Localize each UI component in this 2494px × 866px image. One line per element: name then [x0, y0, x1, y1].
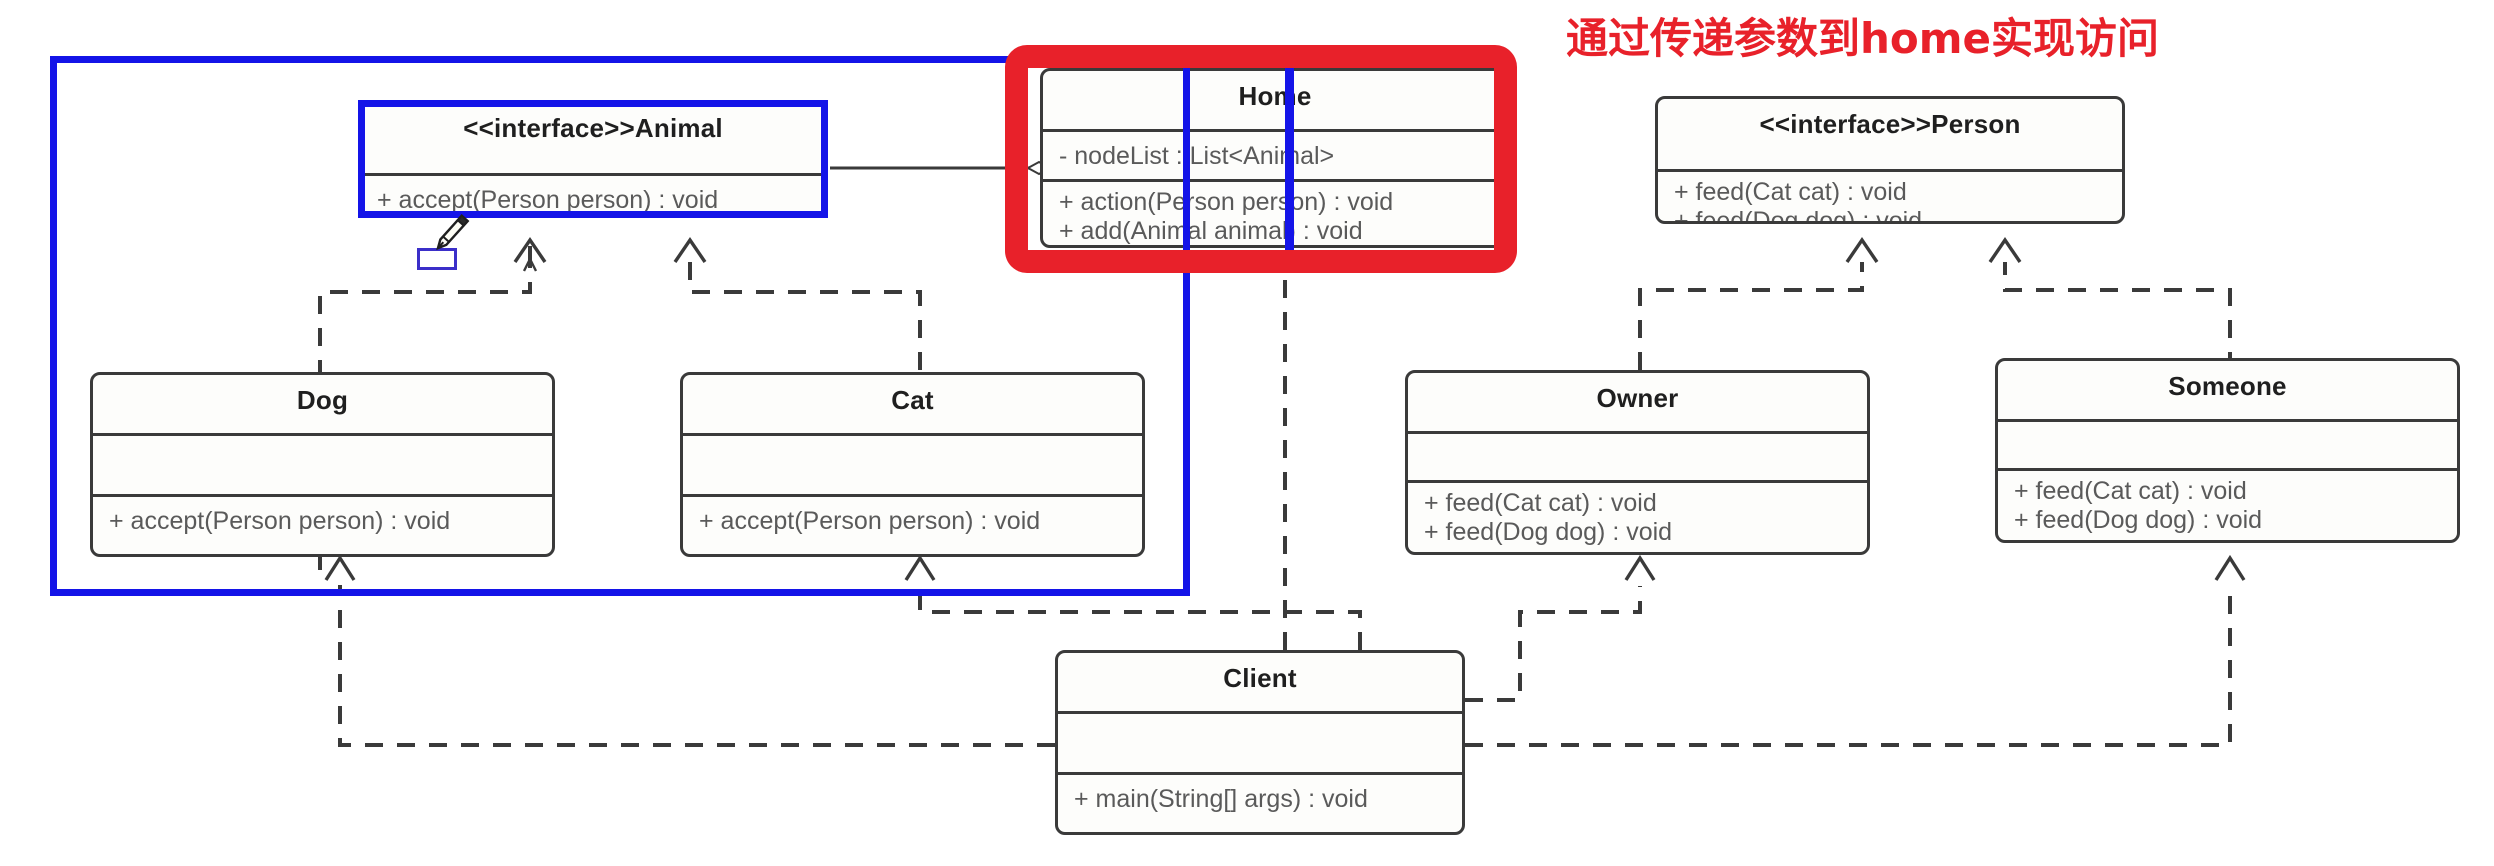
uml-operation-row: + feed(Cat cat) : void — [2014, 477, 2247, 505]
uml-class-cat[interactable]: Cat + accept(Person person) : void — [680, 372, 1145, 557]
uml-attributes — [1998, 422, 2457, 468]
uml-class-title: <<interface>>Person — [1759, 109, 2021, 139]
uml-class-owner[interactable]: Owner + feed(Cat cat) : void + feed(Dog … — [1405, 370, 1870, 555]
uml-operations: + accept(Person person) : void — [683, 497, 1142, 536]
red-home-highlight — [1005, 45, 1517, 273]
annotation-note: 通过传递参数到home实现访问 — [1566, 14, 2160, 63]
uml-operations: + action(Person person) : void + add(Ani… — [1043, 182, 1507, 245]
uml-operation-row: + accept(Person person) : void — [699, 507, 1041, 535]
uml-operation-row: + add(Animal animal) : void — [1059, 217, 1363, 245]
uml-operation-row: + feed(Dog dog) : void — [1674, 207, 1923, 224]
uml-operation-row: + feed(Dog dog) : void — [2014, 506, 2263, 534]
uml-class-title: Cat — [891, 385, 934, 415]
uml-class-animal[interactable]: <<interface>>Animal + accept(Person pers… — [358, 100, 828, 218]
uml-operation-row: + accept(Person person) : void — [377, 186, 719, 214]
uml-divider — [1043, 129, 1507, 132]
uml-operations: + main(String[] args) : void — [1058, 775, 1462, 814]
uml-divider — [1058, 711, 1462, 714]
uml-operation-row: + feed(Cat cat) : void — [1424, 489, 1657, 517]
uml-divider — [1998, 419, 2457, 422]
uml-divider — [1058, 772, 1462, 775]
uml-attributes — [1408, 434, 1867, 480]
uml-class-title: Client — [1223, 663, 1297, 693]
uml-divider — [1043, 179, 1507, 182]
uml-class-title: Someone — [2168, 371, 2287, 401]
uml-class-title: <<interface>>Animal — [463, 113, 723, 143]
blue-vertical-marker — [1285, 56, 1294, 271]
uml-operation-row: + main(String[] args) : void — [1074, 785, 1368, 813]
uml-class-title: Home — [1238, 81, 1312, 111]
uml-operations: + accept(Person person) : void — [361, 176, 825, 215]
uml-class-client[interactable]: Client + main(String[] args) : void — [1055, 650, 1465, 835]
blue-animal-highlight — [358, 100, 828, 218]
uml-attributes — [1058, 714, 1462, 772]
uml-class-title: Owner — [1596, 383, 1679, 413]
uml-operation-row: + feed(Dog dog) : void — [1424, 518, 1673, 546]
uml-operations: + feed(Cat cat) : void + feed(Dog dog) :… — [1658, 172, 2122, 224]
uml-operation-row: + feed(Cat cat) : void — [1674, 178, 1907, 206]
uml-divider — [683, 494, 1142, 497]
uml-class-person[interactable]: <<interface>>Person + feed(Cat cat) : vo… — [1655, 96, 2125, 224]
uml-class-home[interactable]: Home - nodeList : List<Animal> + action(… — [1040, 68, 1510, 248]
uml-divider — [683, 433, 1142, 436]
selection-rect-icon — [417, 248, 457, 270]
uml-divider — [1658, 169, 2122, 172]
uml-divider — [1408, 480, 1867, 483]
uml-divider — [1408, 431, 1867, 434]
uml-operations: + feed(Cat cat) : void + feed(Dog dog) :… — [1408, 483, 1867, 547]
uml-divider — [1998, 468, 2457, 471]
uml-divider — [361, 173, 825, 176]
uml-class-someone[interactable]: Someone + feed(Cat cat) : void + feed(Do… — [1995, 358, 2460, 543]
uml-operations: + feed(Cat cat) : void + feed(Dog dog) :… — [1998, 471, 2457, 535]
uml-operation-row: + action(Person person) : void — [1059, 188, 1394, 216]
